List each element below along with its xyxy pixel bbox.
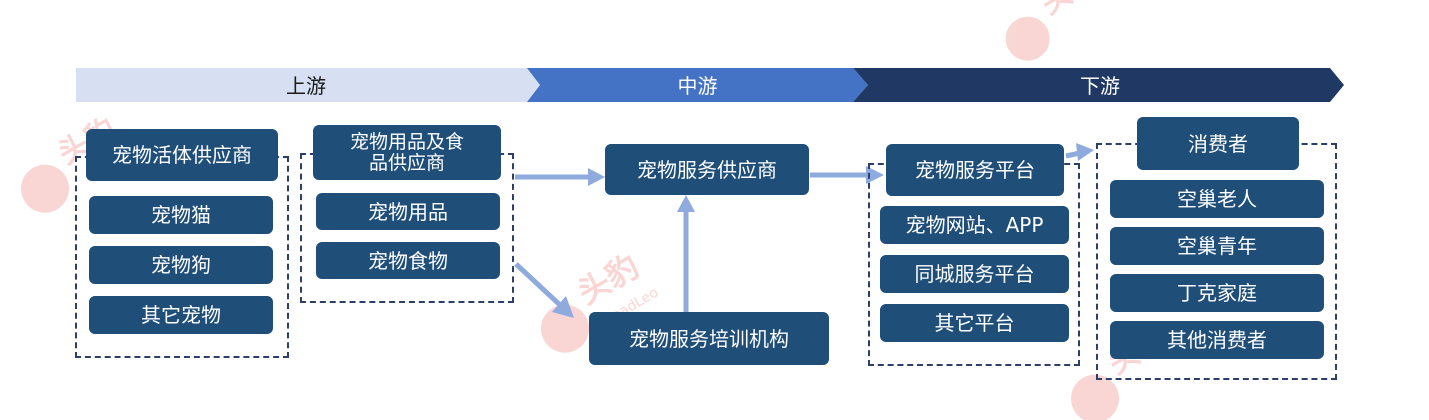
training-institution-box: 宠物服务培训机构 bbox=[589, 312, 829, 365]
goods-supplier-item-supplies: 宠物用品 bbox=[316, 193, 500, 230]
live-supplier-item-cat: 宠物猫 bbox=[89, 196, 273, 234]
arrow-goods-to-training bbox=[514, 262, 562, 307]
downstream-band bbox=[853, 68, 1344, 102]
midstream-band bbox=[527, 68, 868, 102]
service-supplier-box: 宠物服务供应商 bbox=[605, 144, 809, 195]
live-supplier-item-other: 其它宠物 bbox=[89, 296, 273, 334]
stage-label-upstream: 上游 bbox=[286, 73, 326, 98]
consumers-title: 消费者 bbox=[1137, 117, 1299, 170]
platform-item-other: 其它平台 bbox=[880, 304, 1069, 342]
consumer-item-dink: 丁克家庭 bbox=[1110, 274, 1324, 312]
arrow-platform-to-consumers-head bbox=[1076, 143, 1094, 161]
consumer-item-other: 其他消费者 bbox=[1110, 321, 1324, 359]
goods-supplier-title: 宠物用品及食 品供应商 bbox=[313, 125, 501, 180]
platform-item-local-service: 同城服务平台 bbox=[880, 255, 1069, 293]
flow-arrows bbox=[514, 143, 1094, 318]
arrow-service-to-platform-head bbox=[866, 166, 884, 184]
consumer-item-elderly: 空巢老人 bbox=[1110, 180, 1324, 218]
stage-label-downstream: 下游 bbox=[1080, 73, 1120, 98]
upstream-band bbox=[76, 68, 540, 102]
live-supplier-item-dog: 宠物狗 bbox=[89, 246, 273, 284]
arrow-training-to-service-head bbox=[677, 195, 695, 212]
consumer-item-young: 空巢青年 bbox=[1110, 227, 1324, 265]
arrow-goods-to-service-head bbox=[588, 168, 605, 186]
goods-supplier-item-food: 宠物食物 bbox=[316, 242, 500, 279]
live-supplier-title: 宠物活体供应商 bbox=[86, 129, 278, 181]
platform-title: 宠物服务平台 bbox=[886, 144, 1064, 196]
stage-label-midstream: 中游 bbox=[677, 73, 718, 98]
platform-item-website-app: 宠物网站、APP bbox=[880, 206, 1069, 244]
arrow-goods-to-training-head bbox=[552, 296, 574, 318]
